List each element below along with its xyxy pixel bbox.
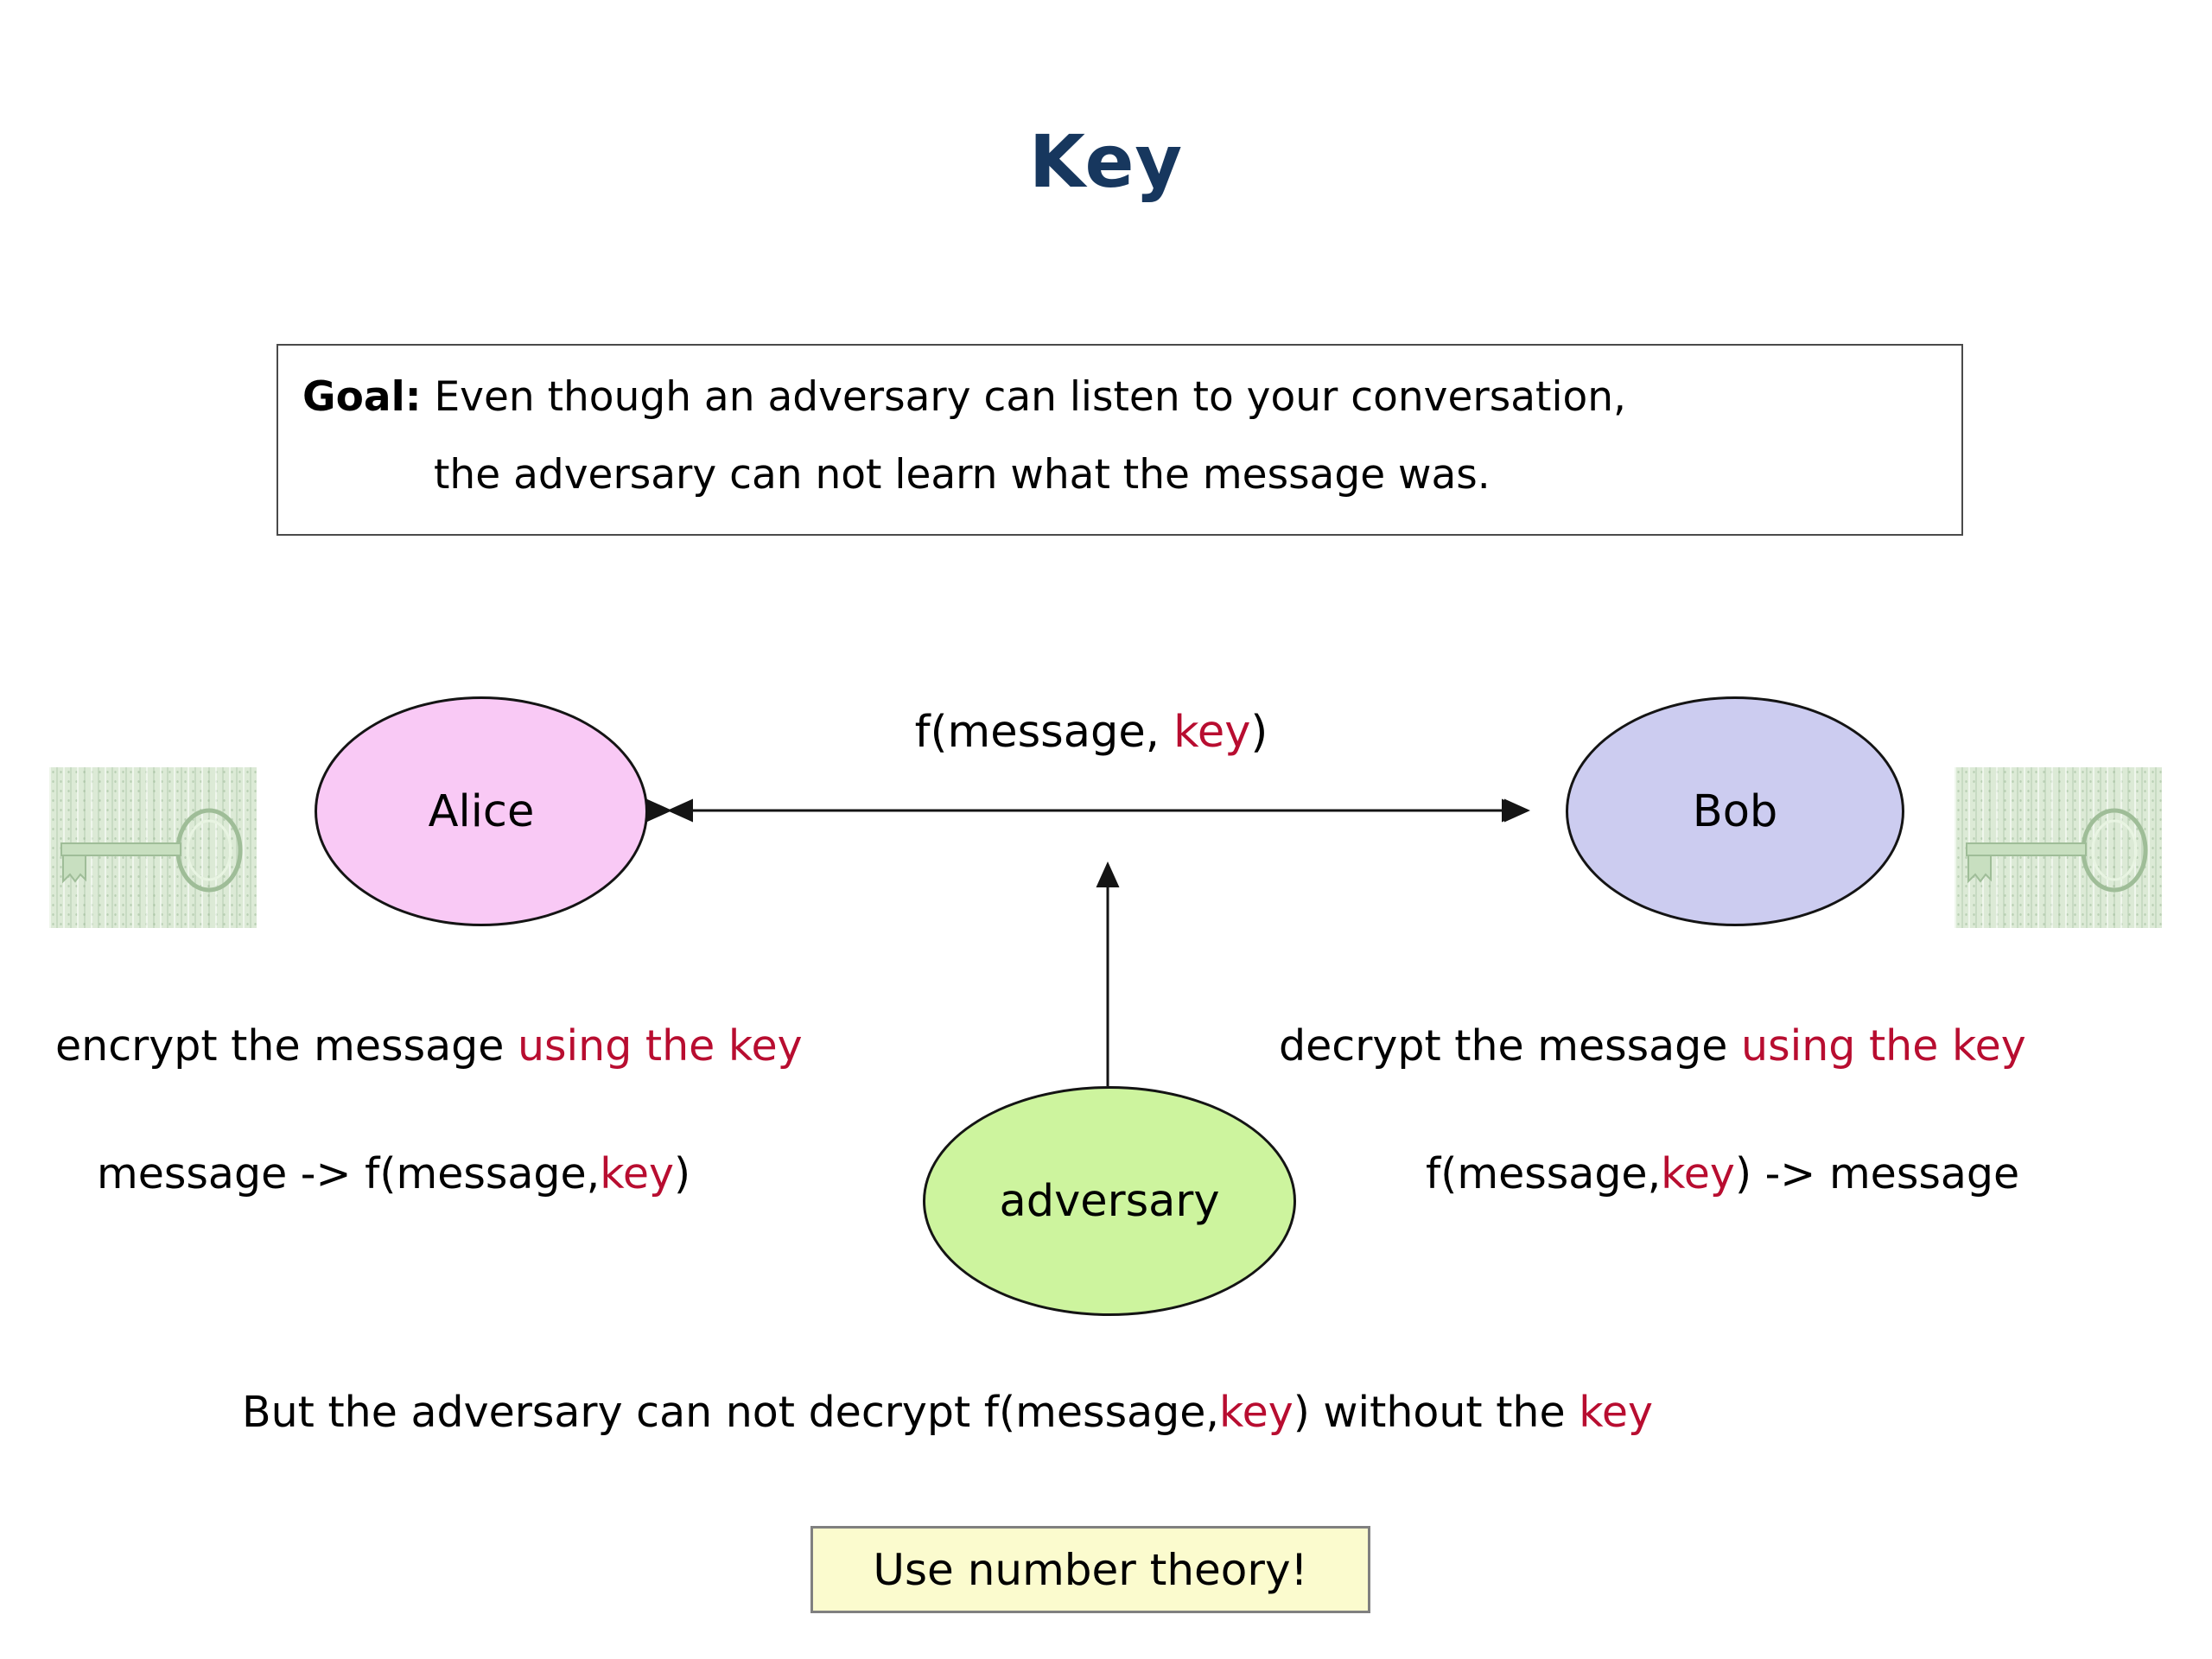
key-glyph [60,808,243,893]
alice-node: Alice [315,696,648,926]
text-run: message -> f(message, [97,1149,601,1198]
text-run: ) without the [1293,1388,1580,1437]
adversary-node: adversary [923,1086,1296,1316]
text-run: f(message, [1426,1149,1662,1198]
text-run: key [1173,707,1251,758]
adversary-limitation: But the adversary can not decrypt f(mess… [242,1388,1653,1437]
encrypt-caption: encrypt the message using the key [55,1021,803,1071]
decrypt-formula: f(message,key) -> message [1426,1149,2019,1198]
text-run: decrypt the message [1279,1021,1742,1071]
goal-text-2: the adversary can not learn what the mes… [434,451,1491,499]
text-run: But the adversary can not decrypt f(mess… [242,1388,1219,1437]
text-run: key [600,1149,675,1198]
text-run: ) -> message [1734,1149,2020,1198]
goal-label: Goal: [302,373,422,421]
bob-label: Bob [1692,785,1778,837]
key-icon [49,767,257,928]
adversary-label: adversary [999,1175,1220,1227]
goal-box: Goal: Even though an adversary can liste… [276,344,1963,536]
slide-title: Key [1028,119,1184,204]
decrypt-caption: decrypt the message using the key [1279,1021,2026,1071]
arrow-label: f(message, key) [915,707,1268,758]
alice-label: Alice [428,785,535,837]
key-icon [1955,767,2162,928]
text-run: using the key [517,1021,803,1071]
text-run: ) [674,1149,691,1198]
encrypt-formula: message -> f(message,key) [97,1149,690,1198]
note-text: Use number theory! [873,1544,1308,1595]
text-run: f(message, [914,707,1174,758]
bob-node: Bob [1566,696,1904,926]
text-run: encrypt the message [55,1021,518,1071]
text-run: key [1579,1388,1653,1437]
text-run: ) [1250,707,1268,758]
note-box: Use number theory! [810,1526,1370,1613]
text-run: using the key [1741,1021,2026,1071]
goal-line-1: Goal: Even though an adversary can liste… [302,377,1626,417]
text-run: key [1218,1388,1294,1437]
goal-text-1: Even though an adversary can listen to y… [421,373,1626,421]
text-run: key [1661,1149,1735,1198]
key-glyph [1966,808,2148,893]
